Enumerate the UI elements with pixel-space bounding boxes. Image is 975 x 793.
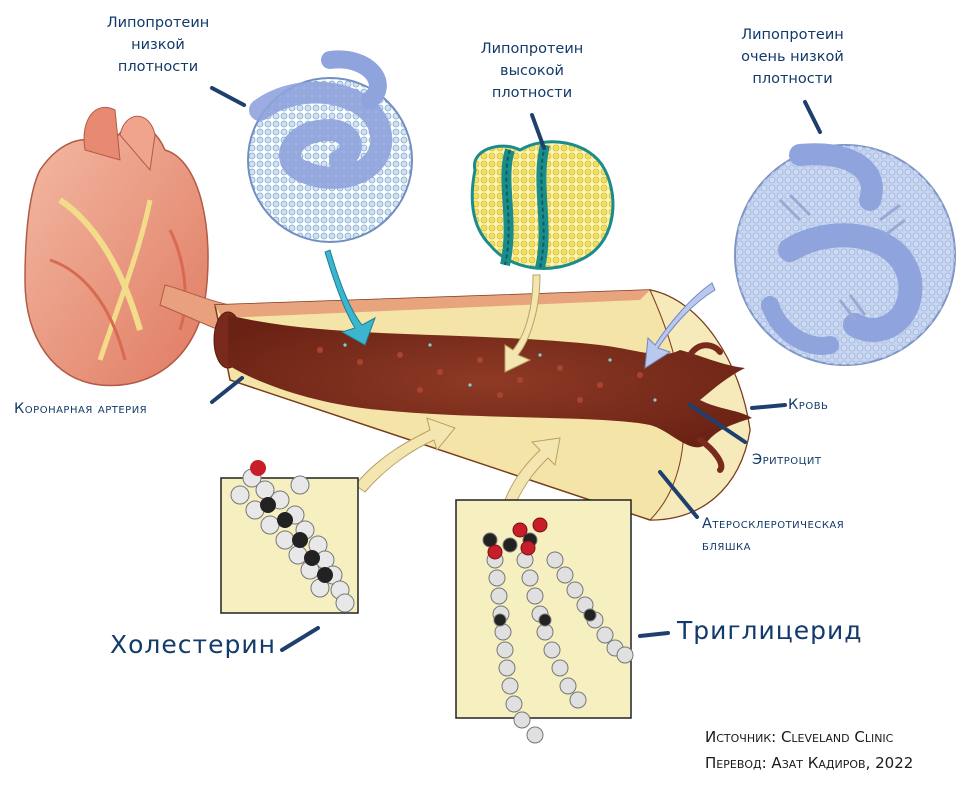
triglyceride-molecule	[482, 517, 634, 744]
translation-credit: Перевод: Азат Кадиров, 2022	[705, 754, 914, 772]
cholesterol-label: Холестерин	[110, 630, 276, 659]
triglyceride-label: Триглицерид	[677, 616, 863, 645]
artery-cross-section	[213, 289, 752, 521]
heart-illustration	[24, 107, 209, 387]
hdl-particle	[470, 140, 615, 270]
hdl-arrow	[504, 274, 541, 373]
ldl-arrow	[324, 249, 376, 346]
blood-label: Кровь	[788, 397, 829, 413]
vldl-arrow	[644, 282, 716, 369]
source-credit: Источник: Cleveland Clinic	[705, 728, 894, 746]
erythrocyte-label: Эритроцит	[752, 452, 822, 468]
cholesterol-molecule	[230, 460, 355, 613]
vldl-particle	[734, 143, 956, 366]
cholesterol-panel	[220, 460, 359, 614]
leader-lines	[210, 86, 822, 652]
triglyceride-arrow	[504, 437, 561, 506]
cholesterol-arrow	[354, 417, 456, 493]
ldl-particle	[247, 50, 413, 243]
triglyceride-panel	[455, 499, 634, 744]
blood-channel	[228, 315, 752, 448]
coronary-artery-label: Коронарная артерия	[14, 401, 148, 417]
